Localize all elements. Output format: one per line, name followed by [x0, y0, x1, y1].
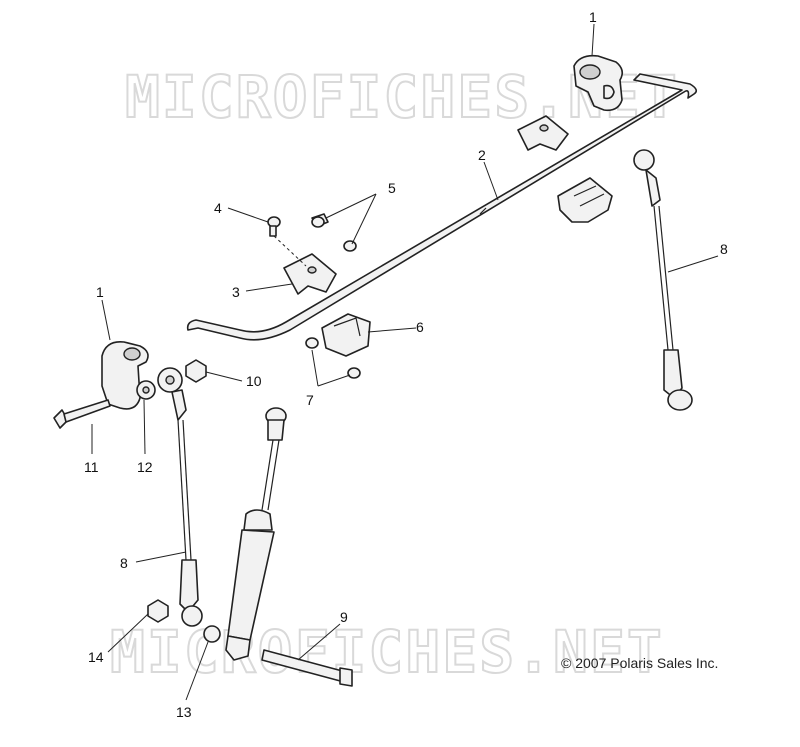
callout-4: 4 [214, 200, 222, 216]
callout-12: 12 [137, 459, 153, 475]
callout-10: 10 [246, 373, 262, 389]
callout-5: 5 [388, 180, 396, 196]
watermark-bottom: MICROFICHES.NET [110, 618, 664, 686]
screw-4 [267, 216, 307, 267]
callout-1-left: 1 [96, 284, 104, 300]
bolt-11 [53, 399, 111, 429]
copyright-notice: © 2007 Polaris Sales Inc. [561, 655, 718, 671]
link-rod-left [157, 367, 203, 627]
shock-absorber [225, 407, 353, 687]
callout-2: 2 [478, 147, 486, 163]
stabilizer-bar [186, 73, 698, 341]
callout-13: 13 [176, 704, 192, 720]
bushing-6 [321, 313, 371, 357]
callout-14: 14 [88, 649, 104, 665]
nut-10 [185, 359, 207, 383]
callout-6: 6 [416, 319, 424, 335]
link-rod-right [633, 149, 693, 411]
callout-11: 11 [84, 459, 99, 475]
washer-7b [347, 367, 361, 379]
callout-8-left: 8 [120, 555, 128, 571]
screw-5 [311, 213, 357, 252]
bushing-left [101, 340, 149, 410]
leader-lines [91, 23, 719, 701]
bracket-top [517, 115, 569, 151]
callout-3: 3 [232, 284, 240, 300]
spacer-13 [203, 625, 221, 643]
bracket-3 [283, 253, 337, 295]
callout-8-right: 8 [720, 241, 728, 257]
callout-7: 7 [306, 392, 314, 408]
bushing-top-right [573, 54, 624, 112]
callout-9: 9 [340, 609, 348, 625]
callout-1-top: 1 [589, 9, 597, 25]
bracket-right [557, 177, 613, 223]
washer-7a [305, 337, 319, 349]
nut-14 [147, 599, 169, 623]
